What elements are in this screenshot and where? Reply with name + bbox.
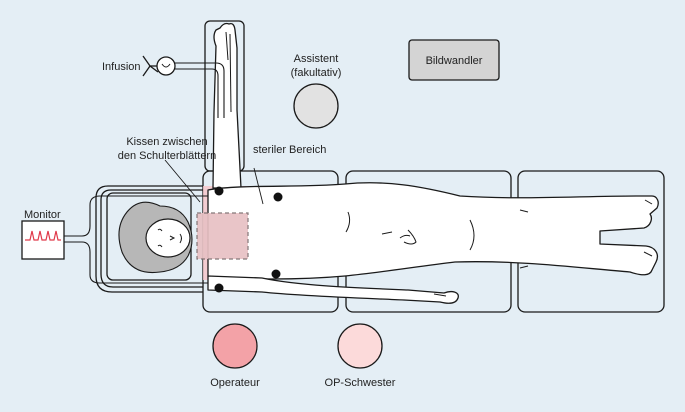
operateur-position <box>212 323 258 369</box>
shoulder-pillow <box>196 212 249 260</box>
bildwandler-label: Bildwandler <box>426 55 483 67</box>
steriler-bereich-label: steriler Bereich <box>253 144 326 156</box>
monitor-ecg-icon <box>21 220 65 260</box>
infusion-line <box>175 62 225 118</box>
patient-torso <box>207 182 659 280</box>
leader-lines <box>164 159 264 205</box>
kissen-label-line1: Kissen zwischen <box>126 136 207 148</box>
patient-body <box>207 22 659 304</box>
patient-raised-arm <box>212 22 242 189</box>
infusion-label: Infusion <box>102 61 141 73</box>
patient-lower-arm <box>207 275 459 304</box>
op-schwester-label: OP-Schwester <box>325 377 396 389</box>
patient-head <box>118 201 193 274</box>
body-contour-lines <box>225 31 653 297</box>
monitor-label: Monitor <box>24 209 61 221</box>
op-schwester-position <box>337 323 383 369</box>
assistent-label-line2: (fakultativ) <box>291 67 342 79</box>
bildwandler-device <box>408 39 500 81</box>
patient-face <box>145 218 191 258</box>
head-frame <box>95 185 203 293</box>
monitor-cables <box>64 195 208 284</box>
infusion-stand-icon <box>142 55 176 77</box>
operateur-label: Operateur <box>210 377 260 389</box>
kissen-label-line2: den Schulterblättern <box>118 150 216 162</box>
sterile-area-markers <box>214 186 283 293</box>
assistent-position <box>293 83 339 129</box>
assistent-label-line1: Assistent <box>294 53 339 65</box>
